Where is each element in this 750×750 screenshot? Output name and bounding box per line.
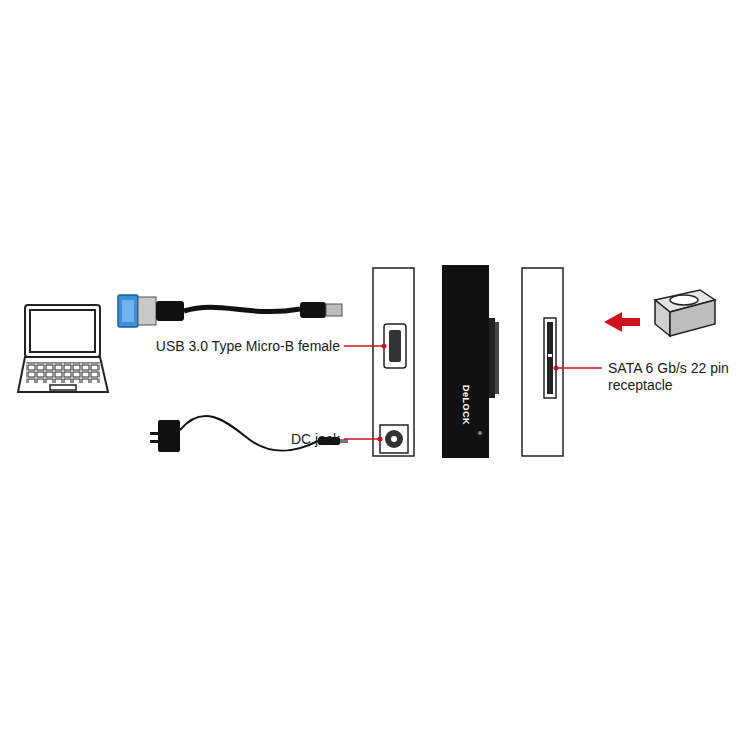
callout-label: USB 3.0 Type Micro-B female [120,338,340,355]
adapter-body [442,265,499,458]
callout-label: DC jack [220,431,340,448]
usb-cable [118,295,342,327]
laptop-icon [18,305,108,392]
insert-arrow [604,312,640,332]
brand-logo: DeLOCK [461,385,471,455]
adapter-right-side [522,268,563,456]
callout-label: SATA 6 Gb/s 22 pin receptacle [608,360,744,394]
leader-lines [344,344,602,442]
adapter-left-side [373,268,414,456]
hard-drive [655,290,715,336]
power-adapter [150,416,348,452]
